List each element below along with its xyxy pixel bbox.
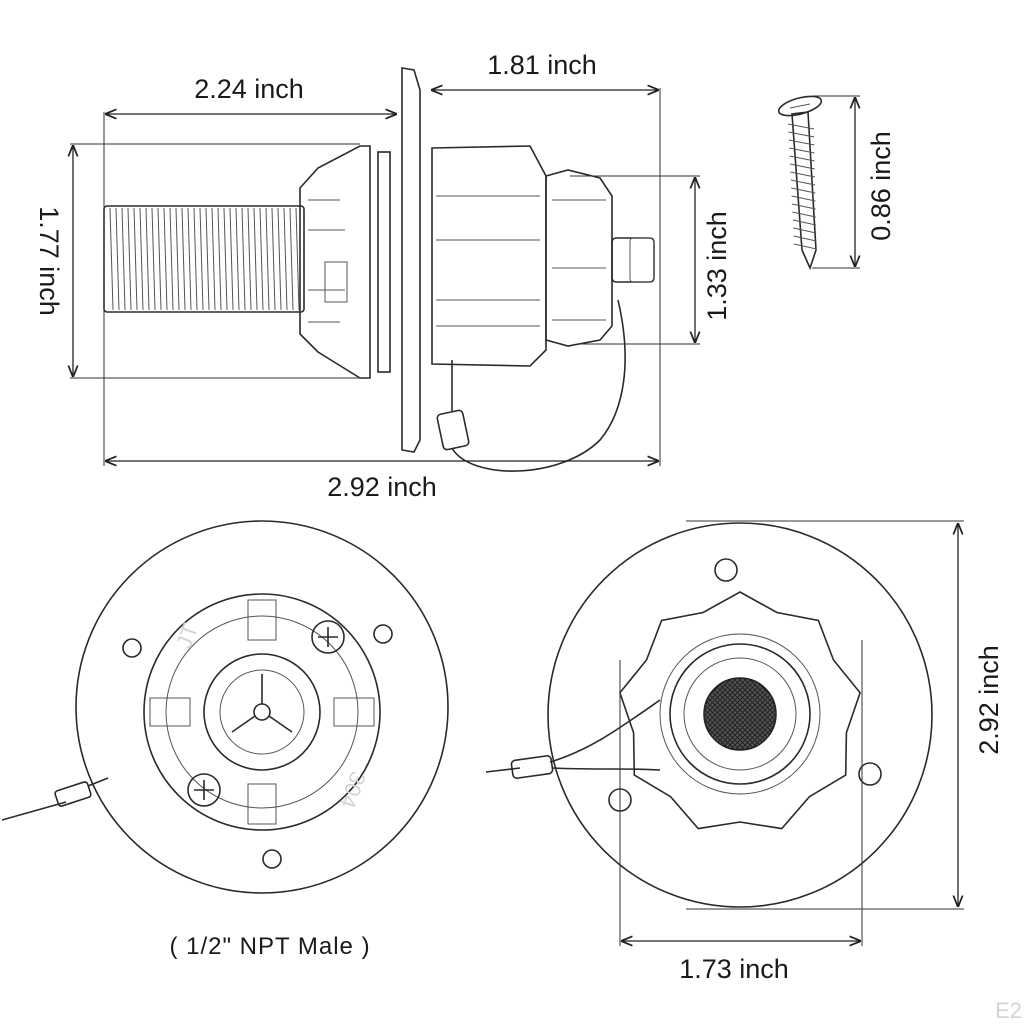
- back-flange: [75, 520, 449, 894]
- dim-cap-length-label: 1.81 inch: [487, 50, 597, 80]
- threaded-shank: [103, 205, 305, 313]
- dim-screw-length-label: 0.86 inch: [866, 131, 896, 241]
- dust-cap: [545, 169, 655, 347]
- side-view-inlet: [70, 67, 700, 472]
- tether-cable: [436, 299, 626, 472]
- dim-height-label: 1.77 inch: [34, 206, 64, 316]
- corner-mark: E2: [995, 998, 1022, 1023]
- mounting-hole: [714, 558, 738, 582]
- mounting-nut: [299, 145, 371, 379]
- front-flange: [547, 522, 933, 908]
- inlet-body: [431, 145, 547, 367]
- dim-thread-length-label: 2.24 inch: [194, 74, 304, 104]
- back-bore: [203, 653, 321, 771]
- dim-flange-diameter-label: 2.92 inch: [974, 645, 1004, 755]
- mounting-hole: [262, 849, 282, 869]
- dim-cap-height-label: 1.33 inch: [702, 211, 732, 321]
- front-cap: [618, 591, 862, 830]
- mounting-screw: [777, 95, 823, 271]
- mounting-hole: [858, 762, 882, 786]
- plate-marking-right: 304: [335, 768, 371, 811]
- plate-marking-left: JT: [171, 620, 203, 652]
- plate-screw-icon: [311, 620, 345, 654]
- front-view-inlet: [485, 520, 964, 946]
- flange-plate: [401, 67, 421, 453]
- back-view-inlet: JT 304: [1, 520, 449, 894]
- mounting-hole: [373, 624, 393, 644]
- back-nut-plate: [143, 593, 381, 831]
- dim-total-length-label: 2.92 inch: [327, 472, 437, 502]
- washer: [377, 151, 391, 373]
- dim-cap-width-label: 1.73 inch: [679, 954, 789, 984]
- plate-screw-icon: [187, 773, 221, 807]
- strainer-screen: [703, 677, 777, 751]
- back-view-caption: ( 1/2" NPT Male ): [169, 933, 370, 960]
- mounting-hole: [122, 638, 142, 658]
